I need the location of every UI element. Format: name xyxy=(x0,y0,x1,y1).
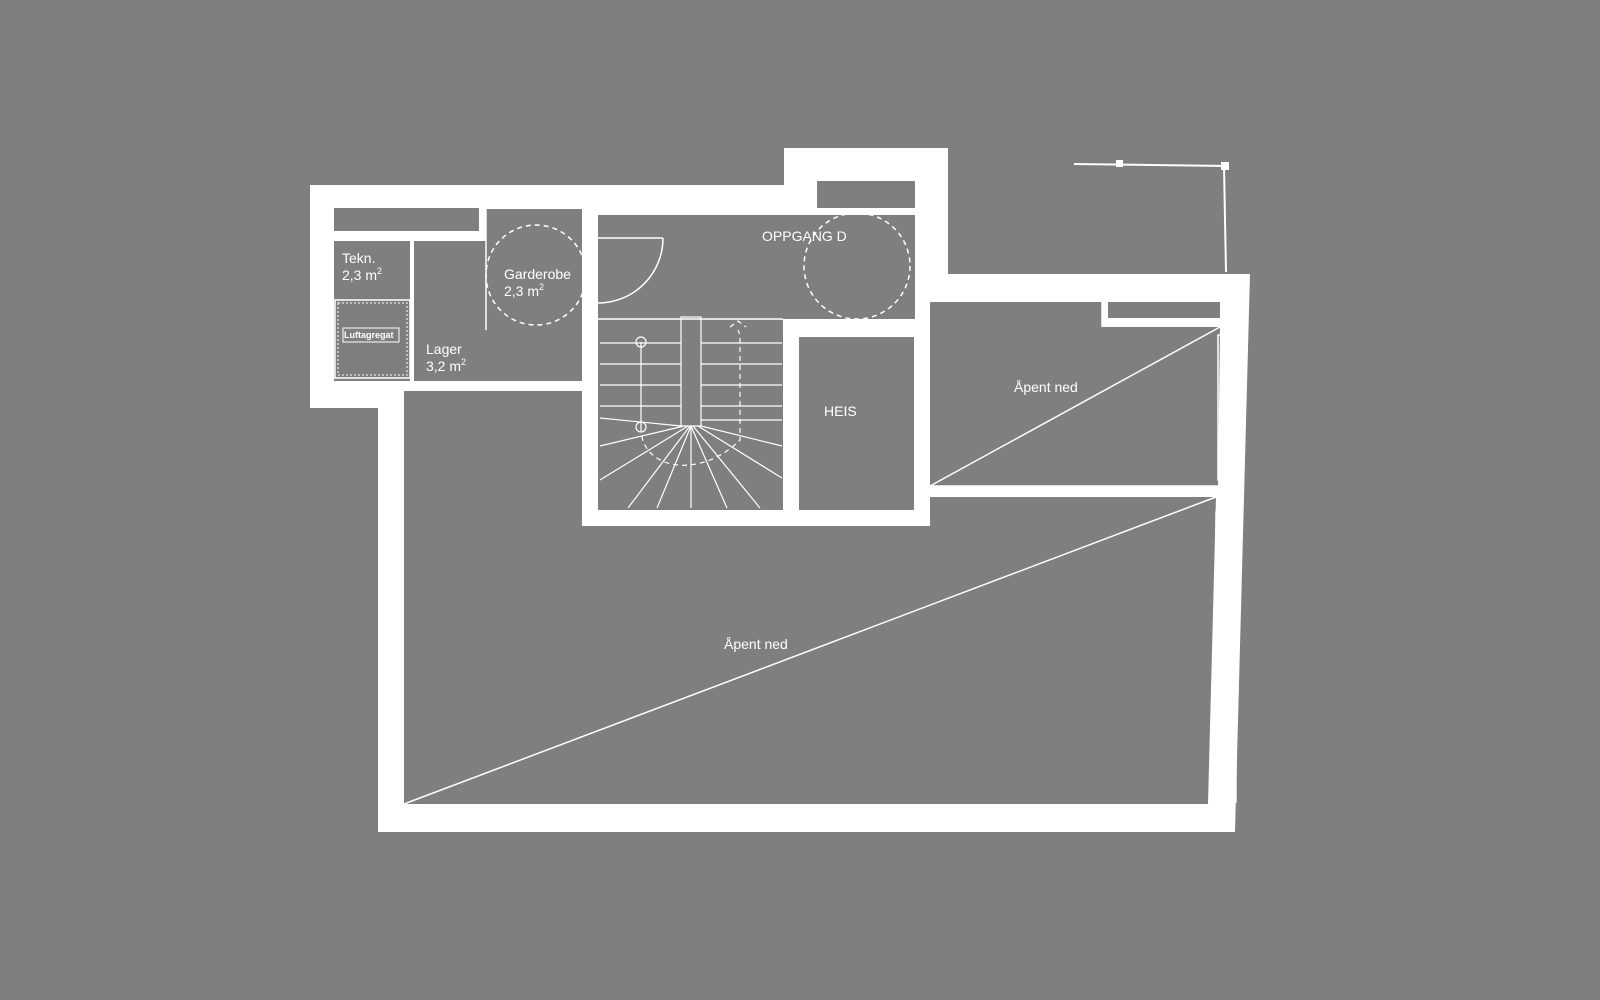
open-small-diagonal xyxy=(929,326,1221,487)
lager-name: Lager xyxy=(426,341,462,357)
inner-lines xyxy=(409,209,1241,829)
tekn-room xyxy=(334,241,410,381)
lager-area: 3,2 m2 xyxy=(426,357,466,374)
air-unit-label: Luftagregat xyxy=(344,330,394,340)
stair-top-strip xyxy=(817,181,915,208)
tekn-area-sup: 2 xyxy=(377,266,382,276)
railing xyxy=(1073,160,1229,273)
lager-area-sup: 2 xyxy=(461,357,466,367)
oppgang-turning-circle xyxy=(803,212,911,320)
staircase xyxy=(599,316,783,509)
tekn-area-value: 2,3 m xyxy=(342,267,377,283)
open-small-area xyxy=(930,302,1220,486)
open-small-name: Åpent ned xyxy=(1014,379,1078,395)
air-unit xyxy=(334,299,411,379)
garderobe-area-value: 2,3 m xyxy=(504,283,539,299)
open-large-diagonal xyxy=(403,496,1217,805)
open-large-area xyxy=(404,391,1216,804)
oppgang-area xyxy=(598,215,915,319)
heis-shaft xyxy=(799,337,914,510)
open-small-top-strip xyxy=(1108,302,1220,318)
garderobe-turning-circle xyxy=(485,224,587,326)
top-storage-strip xyxy=(334,208,479,231)
tekn-area: 2,3 m2 xyxy=(342,266,382,283)
open-large-name: Åpent ned xyxy=(724,636,788,652)
heis-name: HEIS xyxy=(824,403,857,419)
garderobe-area-sup: 2 xyxy=(539,282,544,292)
garderobe-area: 2,3 m2 xyxy=(504,282,544,299)
oppgang-name: OPPGANG D xyxy=(762,228,847,244)
garderobe-room xyxy=(486,209,582,330)
room-areas xyxy=(334,181,1220,804)
tekn-name: Tekn. xyxy=(342,250,375,266)
lager-area-value: 3,2 m xyxy=(426,358,461,374)
garderobe-name: Garderobe xyxy=(504,266,571,282)
lager-room xyxy=(414,241,582,381)
